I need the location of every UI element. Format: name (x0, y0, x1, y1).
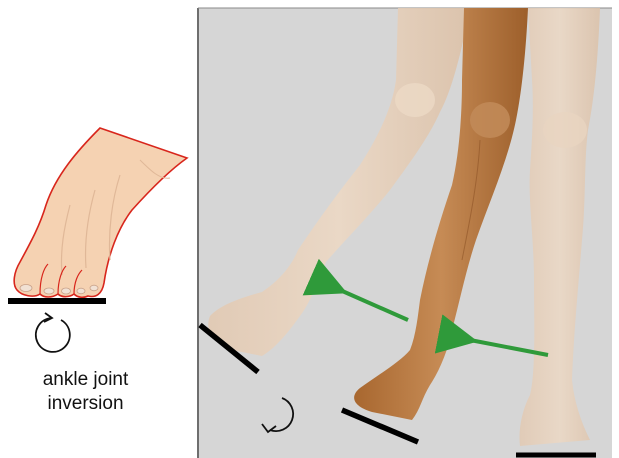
caption-line-1: ankle joint (18, 368, 153, 392)
ground-bar-left (8, 298, 106, 304)
rotation-arrow-icon (36, 313, 70, 352)
ankle-inversion-caption: ankle joint inversion (18, 368, 153, 416)
caption-line-2: inversion (18, 392, 153, 416)
foot-illustration (14, 128, 187, 297)
foot-outline (14, 128, 187, 297)
